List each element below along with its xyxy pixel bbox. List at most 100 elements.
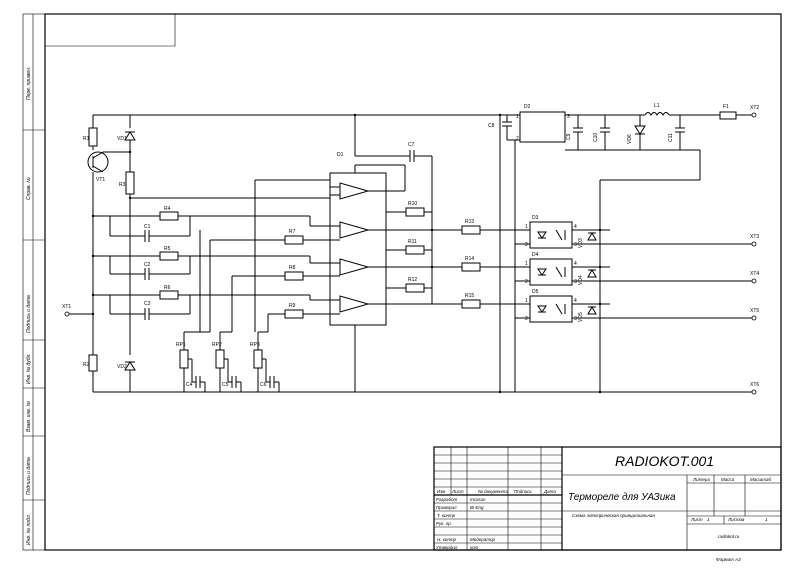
side-label: Подпись и дата [26,295,32,333]
svg-text:4: 4 [574,298,577,304]
svg-text:D1: D1 [337,152,344,158]
svg-text:mcxsan: mcxsan [470,497,486,502]
svg-text:4: 4 [574,261,577,267]
svg-text:C8: C8 [488,123,495,129]
svg-text:VT1: VT1 [96,177,105,183]
svg-text:Проверил: Проверил [436,505,457,510]
svg-text:C1: C1 [144,224,151,230]
side-label: Взам. инв. № [26,400,32,432]
svg-text:R3: R3 [119,182,126,188]
regulator-d2 [519,111,566,143]
side-label: Подпись и дата [26,457,32,495]
svg-text:R10: R10 [408,201,417,207]
relay-d5: D5 1 2 4 3 [525,289,577,323]
svg-text:C6: C6 [260,382,267,388]
svg-text:radiokot.ru: radiokot.ru [718,534,740,539]
svg-text:2: 2 [525,242,528,248]
svg-text:2: 2 [516,136,519,142]
svg-text:Дата: Дата [543,489,556,494]
svg-text:VD2: VD2 [117,364,127,370]
svg-text:R11: R11 [408,239,417,245]
svg-text:R12: R12 [408,277,417,283]
svg-text:RP3: RP3 [250,342,260,348]
svg-text:XT4: XT4 [750,271,759,277]
doc-type: Схема электрическая принципиальная [572,513,655,518]
svg-text:1: 1 [516,114,519,120]
doc-code: RADIOKOT.001 [615,453,714,469]
device-name: Термореле для УАЗика [568,492,676,503]
svg-text:1: 1 [707,517,710,522]
svg-text:R7: R7 [289,229,296,235]
svg-text:R6: R6 [164,285,171,291]
svg-text:VD3: VD3 [578,238,584,248]
svg-text:Bi-Eng: Bi-Eng [470,505,484,510]
svg-text:Изм: Изм [437,489,445,494]
svg-text:D2: D2 [524,104,531,110]
svg-text:C7: C7 [408,142,415,148]
side-label: Перв. примен. [26,67,32,100]
svg-text:Утвердил: Утвердил [436,545,458,550]
svg-text:C2: C2 [144,262,151,268]
schematic: XT1 R1 VT1 R2 VD1 R3 VD2 [62,103,759,395]
svg-text:R4: R4 [164,206,171,212]
svg-text:R1: R1 [83,136,90,142]
svg-text:Разработ: Разработ [436,497,458,502]
svg-text:Лист: Лист [690,517,703,522]
svg-text:R15: R15 [465,293,474,299]
relay-d4: D4 1 2 4 3 [525,252,577,286]
side-label: Справ. № [26,177,32,200]
svg-text:Рук. гр.: Рук. гр. [436,521,452,526]
svg-text:C4: C4 [186,382,193,388]
svg-text:№ документа: № документа [478,489,508,494]
title-block: Литера Масса Масштаб Лист 1 Листов 1 rad… [433,446,782,562]
svg-text:VD5: VD5 [578,312,584,322]
svg-text:F1: F1 [723,104,729,110]
pot-rp1: RP1 C4 [176,331,210,392]
svg-text:1: 1 [525,261,528,267]
svg-text:RP1: RP1 [176,342,186,348]
svg-text:Модератор: Модератор [470,537,495,542]
svg-text:Формат А3: Формат А3 [716,557,741,562]
side-label: Инв. № подл. [26,514,32,545]
svg-text:D3: D3 [532,215,539,221]
svg-text:R5: R5 [164,246,171,252]
svg-text:4: 4 [574,224,577,230]
svg-text:R8: R8 [289,265,296,271]
svg-text:R13: R13 [465,219,474,225]
svg-text:C9: C9 [566,133,572,140]
svg-text:L1: L1 [654,103,660,109]
svg-text:1: 1 [525,298,528,304]
svg-text:VD6: VD6 [627,134,633,144]
pot-rp2: RP2 C5 [212,332,242,392]
svg-text:VD1: VD1 [117,136,127,142]
svg-text:1: 1 [765,517,768,522]
opamp-d1 [329,172,387,326]
svg-text:Масштаб: Масштаб [750,477,771,482]
svg-text:D4: D4 [532,252,539,258]
svg-text:R14: R14 [465,256,474,262]
svg-text:XT2: XT2 [750,105,759,111]
svg-text:XT5: XT5 [750,308,759,314]
side-label: Инв. № дубл. [26,353,32,384]
svg-text:кот: кот [470,545,479,550]
svg-text:R9: R9 [289,303,296,309]
svg-text:D5: D5 [532,289,539,295]
svg-text:VD4: VD4 [578,275,584,285]
svg-text:C10: C10 [593,133,599,142]
svg-text:3: 3 [574,316,577,322]
svg-text:C3: C3 [144,301,151,307]
svg-text:Подпись: Подпись [514,489,532,494]
svg-text:2: 2 [525,279,528,285]
svg-text:Лист: Лист [451,489,464,494]
svg-text:Т. контр: Т. контр [437,513,456,518]
svg-text:XT3: XT3 [750,234,759,240]
svg-text:RP2: RP2 [212,342,222,348]
svg-text:3: 3 [574,242,577,248]
opamp-stages [339,182,370,313]
svg-text:Н. контр: Н. контр [437,537,457,542]
svg-text:2: 2 [525,316,528,322]
svg-text:C5: C5 [222,382,229,388]
svg-text:3: 3 [574,279,577,285]
svg-text:XT6: XT6 [750,382,759,388]
